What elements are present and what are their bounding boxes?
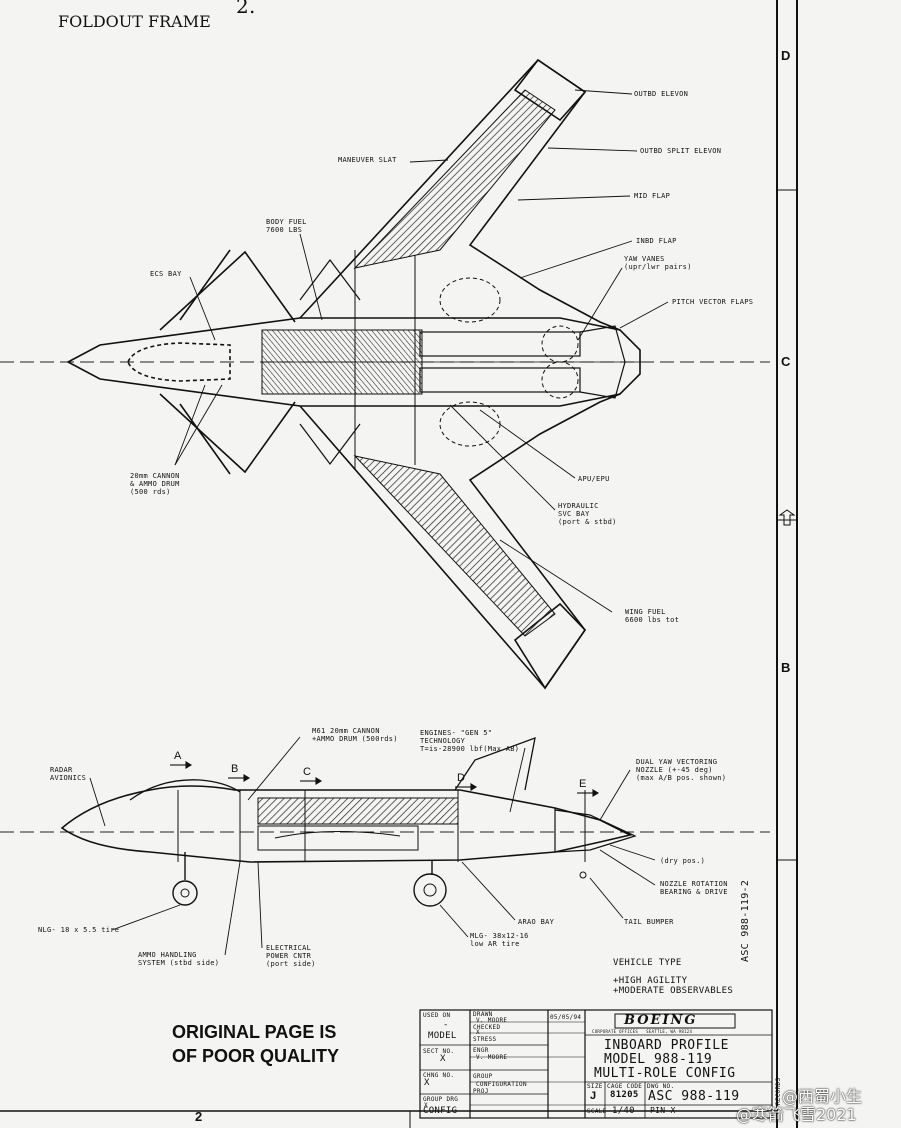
side-drawing-number: ASC 988-119-2 bbox=[740, 879, 751, 962]
callout-maneuver-slat: MANEUVER SLAT bbox=[338, 156, 397, 164]
section-a: A bbox=[174, 750, 182, 762]
tb-proj: PROJ bbox=[473, 1088, 489, 1095]
tb-title-line1: INBOARD PROFILE bbox=[604, 1038, 729, 1053]
tb-config: CONFIG bbox=[423, 1106, 458, 1116]
callout-electrical: ELECTRICAL POWER CNTR (port side) bbox=[266, 944, 316, 968]
section-arrows bbox=[170, 761, 600, 797]
tb-cage: 81205 bbox=[610, 1090, 639, 1100]
tb-group-x: X bbox=[424, 1102, 428, 1109]
vehicle-type-line2: +MODERATE OBSERVABLES bbox=[613, 986, 734, 996]
tb-dwg-label: DWG NO. bbox=[647, 1083, 675, 1090]
callout-dual-yaw: DUAL YAW VECTORING NOZZLE (+-45 deg) (ma… bbox=[636, 758, 727, 782]
zone-c: C bbox=[781, 354, 791, 369]
callout-engines: ENGINES- "GEN 5" TECHNOLOGY T=is-28900 l… bbox=[420, 729, 520, 753]
tb-pin: PIN X bbox=[650, 1106, 676, 1115]
callout-body-fuel: BODY FUEL 7600 LBS bbox=[266, 218, 307, 234]
tb-title-line3: MULTI-ROLE CONFIG bbox=[594, 1066, 736, 1081]
tb-cage-label: CAGE CODE bbox=[607, 1083, 643, 1090]
tb-scale: 1/40 bbox=[612, 1106, 635, 1116]
callout-outbd-elevon: OUTBD ELEVON bbox=[634, 90, 689, 98]
tb-date: 05/05/94 bbox=[550, 1014, 582, 1021]
tb-checked: CHECKED bbox=[473, 1024, 501, 1031]
boeing-logo: BOEING bbox=[624, 1013, 698, 1028]
callout-ecs-bay: ECS BAY bbox=[150, 270, 182, 278]
tb-engr-name: V. MOORE bbox=[476, 1054, 508, 1061]
section-d: D bbox=[457, 772, 466, 784]
tb-scale-label: SCALE bbox=[587, 1108, 607, 1115]
tb-dash: - bbox=[443, 1020, 449, 1030]
plan-leader-lines bbox=[174, 89, 669, 613]
sheet-number: 2 bbox=[195, 1109, 203, 1124]
plan-view-aircraft bbox=[66, 58, 641, 690]
callout-arao-bay: ARAO BAY bbox=[518, 918, 555, 926]
callout-cannon: 20mm CANNON & AMMO DRUM (500 rds) bbox=[130, 472, 180, 496]
callout-nozzle-rotation: NOZZLE ROTATION BEARING & DRIVE bbox=[660, 880, 728, 896]
tb-drawn: DRAWN bbox=[473, 1011, 493, 1018]
side-profile-aircraft bbox=[60, 736, 637, 907]
callout-apu-epu: APU/EPU bbox=[578, 475, 610, 483]
tb-configuration: CONFIGURATION bbox=[476, 1081, 527, 1088]
vehicle-type-title: VEHICLE TYPE bbox=[613, 958, 682, 968]
poor-quality-stamp: ORIGINAL PAGE IS OF POOR QUALITY bbox=[172, 1022, 340, 1066]
tb-drawn-name: V. MOORE bbox=[476, 1017, 508, 1024]
callout-m61: M61 20mm CANNON +AMMO DRUM (500rds) bbox=[312, 727, 398, 743]
foldout-frame-label: FOLDOUT FRAME bbox=[58, 12, 211, 31]
tb-checked-x: X bbox=[476, 1029, 480, 1036]
callout-ammo-handling: AMMO HANDLING SYSTEM (stbd side) bbox=[138, 951, 220, 967]
tb-chng-x: X bbox=[424, 1078, 430, 1088]
boeing-sub: CORPORATE OFFICES SEATTLE, WA 98124 bbox=[592, 1029, 693, 1034]
zone-b: B bbox=[781, 660, 791, 675]
section-e: E bbox=[579, 778, 587, 790]
profile-leader-lines bbox=[89, 736, 656, 956]
callout-hydraulic: HYDRAULIC SVC BAY (port & stbd) bbox=[558, 502, 617, 526]
tb-stress: STRESS bbox=[473, 1036, 497, 1043]
watermark-line2: @寒箭飞雪2021 bbox=[736, 1105, 857, 1124]
vehicle-type-line1: +HIGH AGILITY bbox=[613, 976, 688, 986]
callout-outbd-split-elevon: OUTBD SPLIT ELEVON bbox=[640, 147, 722, 155]
callout-tail-bumper: TAIL BUMPER bbox=[624, 918, 674, 926]
watermark-line1: @西蜀小生 bbox=[782, 1087, 863, 1106]
tb-title-line2: MODEL 988-119 bbox=[604, 1052, 713, 1067]
callout-inbd-flap: INBD FLAP bbox=[636, 237, 677, 245]
handwritten-mark: 2. bbox=[236, 0, 256, 18]
tb-engr: ENGR bbox=[473, 1047, 489, 1054]
tb-used-on: USED ON bbox=[423, 1012, 451, 1019]
sheet-border bbox=[0, 0, 798, 1128]
tb-size: J bbox=[590, 1090, 597, 1102]
callout-yaw-vanes: YAW VANES (upr/lwr pairs) bbox=[624, 255, 692, 271]
tb-chng-no: CHNG NO. bbox=[423, 1072, 455, 1079]
zone-d: D bbox=[781, 48, 791, 63]
section-c: C bbox=[303, 766, 312, 778]
callout-mid-flap: MID FLAP bbox=[634, 192, 671, 200]
section-b: B bbox=[231, 763, 239, 775]
title-block-grid bbox=[419, 1009, 773, 1119]
boeing-logo-box bbox=[614, 1013, 736, 1029]
tb-dwg: ASC 988-119 bbox=[648, 1089, 740, 1104]
tb-sect-x: X bbox=[440, 1054, 446, 1064]
tb-size-label: SIZE bbox=[587, 1083, 603, 1090]
callout-mlg: MLG- 38x12-16 low AR tire bbox=[470, 932, 529, 948]
tb-sect-no: SECT NO. bbox=[423, 1048, 455, 1055]
callout-pitch-vector-flaps: PITCH VECTOR FLAPS bbox=[672, 298, 754, 306]
tb-group-drg: GROUP DRG bbox=[423, 1096, 459, 1103]
callout-radar: RADAR AVIONICS bbox=[50, 766, 87, 782]
callout-dry-pos: (dry pos.) bbox=[660, 857, 706, 865]
tb-model: MODEL bbox=[428, 1031, 457, 1041]
tb-group: GROUP bbox=[473, 1073, 493, 1080]
callout-wing-fuel: WING FUEL 6600 lbs tot bbox=[625, 608, 680, 624]
callout-nlg: NLG- 18 x 5.5 tire bbox=[38, 926, 120, 934]
